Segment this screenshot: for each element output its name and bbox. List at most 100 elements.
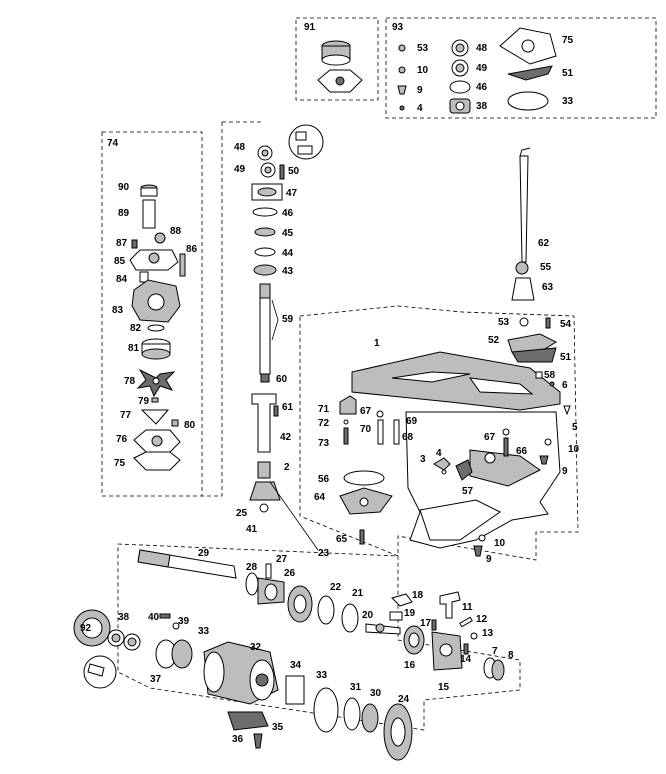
callout-75-kit: 75 [562, 35, 574, 46]
callout-18: 18 [412, 590, 424, 601]
callout-39: 39 [178, 616, 190, 627]
callout-38: 38 [118, 612, 130, 623]
callout-47: 47 [286, 188, 298, 199]
callout-80: 80 [184, 420, 196, 431]
callout-23: 23 [318, 548, 330, 559]
callout-76: 76 [116, 434, 128, 445]
bearing-carrier-32 [203, 641, 279, 705]
callout-36: 36 [232, 734, 244, 745]
callout-88: 88 [170, 226, 182, 237]
callout-16: 16 [404, 660, 416, 671]
callout-92: 92 [80, 623, 92, 634]
callout-33: 33 [198, 626, 210, 637]
callout-82: 82 [130, 323, 142, 334]
callout-2: 2 [284, 462, 290, 473]
callout-59: 59 [282, 314, 294, 325]
callout-21: 21 [352, 588, 364, 599]
callout-6: 6 [562, 380, 568, 391]
callout-71: 71 [318, 404, 330, 415]
callout-81: 81 [128, 343, 140, 354]
callout-63: 63 [542, 282, 554, 293]
callout-46: 46 [282, 208, 294, 219]
detail-magnifier-icon-lower [83, 655, 117, 689]
callout-54: 54 [560, 319, 572, 330]
callout-83: 83 [112, 305, 124, 316]
callout-73: 73 [318, 438, 330, 449]
callout-19: 19 [404, 608, 416, 619]
callout-52: 52 [488, 335, 500, 346]
callout-90: 90 [118, 182, 130, 193]
callout-85: 85 [114, 256, 126, 267]
callout-13: 13 [482, 628, 494, 639]
callout-29: 29 [198, 548, 210, 559]
callout-9-lower: 9 [486, 554, 492, 565]
callout-75: 75 [114, 458, 126, 469]
callout-3: 3 [420, 454, 426, 465]
callout-27: 27 [276, 554, 288, 565]
callout-66: 66 [516, 446, 528, 457]
callout-17: 17 [420, 618, 432, 629]
callout-77: 77 [120, 410, 132, 421]
callout-72: 72 [318, 418, 330, 429]
callout-20: 20 [362, 610, 374, 621]
callout-68: 68 [402, 432, 414, 443]
callout-55: 55 [540, 262, 552, 273]
callout-41: 41 [246, 524, 258, 535]
kit-box-91: 91 [295, 17, 379, 101]
gearcase-frame [299, 305, 579, 561]
callout-51-kit: 51 [562, 68, 574, 79]
callout-40: 40 [148, 612, 160, 623]
callout-35: 35 [272, 722, 284, 733]
callout-86: 86 [186, 244, 198, 255]
callout-34: 34 [290, 660, 302, 671]
callout-1: 1 [374, 338, 380, 349]
callout-79: 79 [138, 396, 150, 407]
callout-37: 37 [150, 674, 162, 685]
callout-5: 5 [572, 422, 578, 433]
impeller-icon [136, 368, 176, 398]
callout-32: 32 [250, 642, 262, 653]
detail-magnifier-icon [288, 124, 324, 160]
gearcase-housing [351, 351, 561, 549]
callout-64: 64 [314, 492, 326, 503]
callout-7: 7 [492, 646, 498, 657]
callout-9-kit: 9 [417, 85, 423, 96]
gear-24 [383, 703, 413, 761]
callout-51: 51 [560, 352, 572, 363]
callout-26: 26 [284, 568, 296, 579]
callout-61: 61 [282, 402, 294, 413]
carrier-seal-92 [73, 609, 111, 647]
driveshaft-frame [202, 122, 223, 497]
callout-53: 53 [498, 317, 510, 328]
callout-69: 69 [406, 416, 418, 427]
callout-38-kit: 38 [476, 101, 488, 112]
callout-10: 10 [568, 444, 580, 455]
callout-33-lower: 33 [316, 670, 328, 681]
callout-48: 48 [234, 142, 246, 153]
callout-15: 15 [438, 682, 450, 693]
callout-70: 70 [360, 424, 372, 435]
group-label-93: 93 [392, 22, 404, 33]
water-pump-box-74: 74 90 89 88 87 86 85 84 83 82 81 [101, 131, 203, 497]
callout-31: 31 [350, 682, 362, 693]
callout-49-kit: 49 [476, 63, 488, 74]
callout-42: 42 [280, 432, 292, 443]
callout-25: 25 [236, 508, 248, 519]
callout-22: 22 [330, 582, 342, 593]
kit-box-93: 93 53 10 9 4 48 49 46 38 75 51 33 [385, 17, 657, 119]
callout-14: 14 [460, 654, 472, 665]
group-label-74: 74 [107, 138, 119, 149]
callout-50: 50 [288, 166, 300, 177]
callout-56: 56 [318, 474, 330, 485]
callout-58: 58 [544, 370, 556, 381]
callout-10-kit: 10 [417, 65, 429, 76]
callout-46-kit: 46 [476, 82, 488, 93]
callout-60: 60 [276, 374, 288, 385]
callout-84: 84 [116, 274, 128, 285]
callout-67-right: 67 [484, 432, 496, 443]
callout-78: 78 [124, 376, 136, 387]
callout-28: 28 [246, 562, 258, 573]
callout-45: 45 [282, 228, 294, 239]
callout-30: 30 [370, 688, 382, 699]
callout-12: 12 [476, 614, 488, 625]
